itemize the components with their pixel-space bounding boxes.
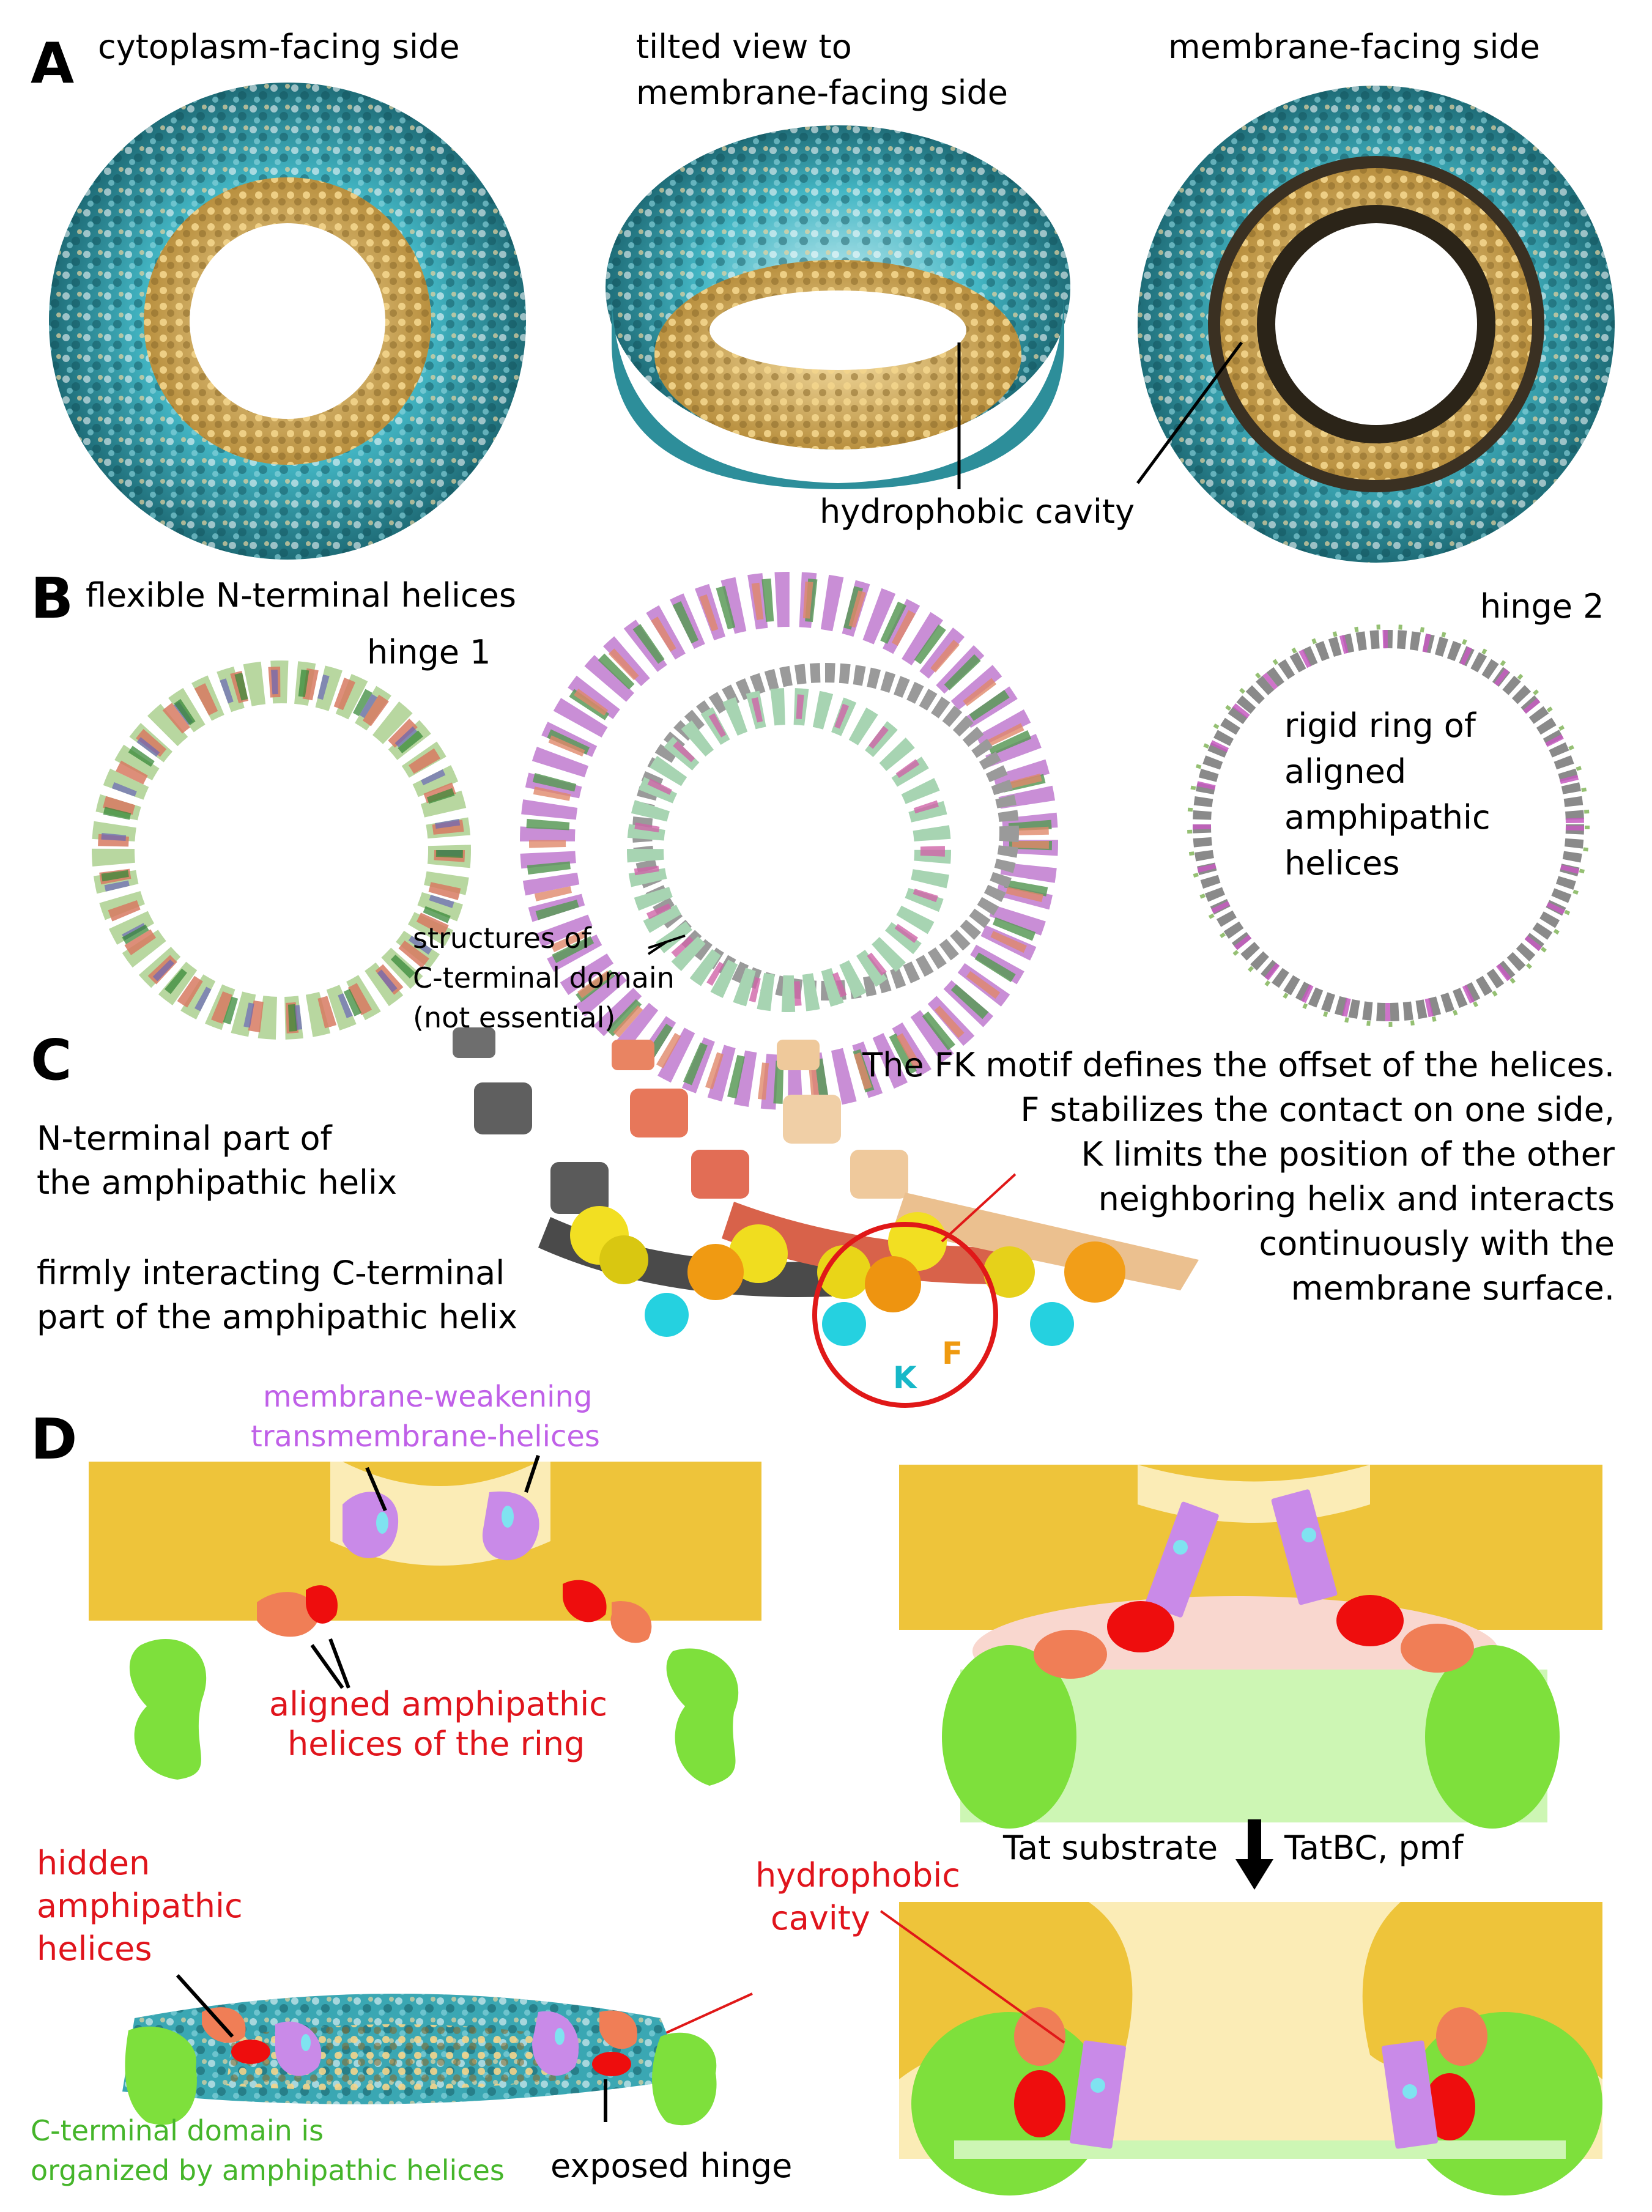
aligned-label-1: aligned amphipathic bbox=[269, 1685, 607, 1723]
c-left-3: firmly interacting C-terminal bbox=[37, 1254, 505, 1292]
cterm-text-3: (not essential) bbox=[413, 1001, 615, 1034]
f-residue-label: F bbox=[942, 1336, 963, 1371]
helix-cylinders bbox=[453, 1027, 1199, 1346]
cterm-org-label-2: organized by amphipathic helices bbox=[31, 2154, 505, 2187]
ring-text-2: aligned bbox=[1284, 752, 1406, 791]
exposed-hinge-label: exposed hinge bbox=[550, 2147, 792, 2185]
combined-structure bbox=[520, 572, 1058, 1110]
panel-a: A cytoplasm-facing side tilted view to m… bbox=[31, 28, 1615, 563]
title-tilted-view-1: tilted view to bbox=[636, 28, 852, 66]
hydrophobic-cavity-label: hydrophobic cavity bbox=[820, 492, 1135, 531]
panel-b-label: B bbox=[31, 566, 73, 631]
c-left-2: the amphipathic helix bbox=[37, 1163, 397, 1202]
hidden-pointer bbox=[176, 1973, 234, 2038]
ring-text-1: rigid ring of bbox=[1284, 706, 1477, 745]
tm-pointer-left bbox=[365, 1467, 387, 1512]
aligned-label-2: helices of the ring bbox=[287, 1725, 585, 1763]
ring-text-3: amphipathic bbox=[1284, 798, 1491, 837]
c-right-5: continuously with the bbox=[1259, 1224, 1615, 1263]
hinge-1-label: hinge 1 bbox=[367, 633, 491, 671]
panel-c-label: C bbox=[31, 1027, 72, 1093]
fk-motif-circle bbox=[812, 1222, 998, 1408]
c-right-2: F stabilizes the contact on one side, bbox=[1020, 1090, 1615, 1129]
membrane-top-right bbox=[899, 1465, 1602, 1829]
hinge-2-label: hinge 2 bbox=[1480, 587, 1604, 626]
ring-cytoplasm-side bbox=[49, 83, 526, 560]
hydrophobic-label-1: hydrophobic bbox=[755, 1856, 960, 1895]
c-left-4: part of the amphipathic helix bbox=[37, 1298, 517, 1336]
ring-membrane-side bbox=[1138, 86, 1615, 563]
panel-a-label: A bbox=[31, 31, 74, 96]
arrow-right-label: TatBC, pmf bbox=[1284, 1829, 1464, 1867]
cavity-pointer-right bbox=[1136, 341, 1243, 484]
panel-b: B flexible N-terminal helices hinge 1 hi… bbox=[31, 566, 1604, 1110]
down-arrow bbox=[1235, 1819, 1273, 1890]
title-cytoplasm-facing: cytoplasm-facing side bbox=[98, 28, 460, 66]
hidden-label-1: hidden bbox=[37, 1844, 150, 1882]
cterm-pointer-2 bbox=[647, 941, 668, 955]
panel-b-title: flexible N-terminal helices bbox=[86, 576, 516, 615]
membrane-bottom-right bbox=[899, 1902, 1602, 2195]
ring-text-4: helices bbox=[1284, 844, 1400, 882]
cavity-label-2: cavity bbox=[771, 1899, 870, 1937]
c-right-4: neighboring helix and interacts bbox=[1098, 1180, 1615, 1218]
tm-pointer-right bbox=[524, 1455, 540, 1493]
molecular-ring-side-view bbox=[122, 1994, 717, 2126]
ring-tilted-view bbox=[606, 125, 1070, 489]
c-right-1: The FK motif defines the offset of the h… bbox=[862, 1046, 1615, 1084]
title-membrane-facing: membrane-facing side bbox=[1168, 28, 1540, 66]
aligned-pointer-1 bbox=[310, 1644, 344, 1689]
title-tilted-view-2: membrane-facing side bbox=[636, 73, 1008, 112]
tm-helices-label-1: membrane-weakening bbox=[263, 1380, 592, 1414]
aligned-pointer-2 bbox=[328, 1638, 350, 1689]
arrow-left-label: Tat substrate bbox=[1002, 1829, 1218, 1867]
membrane-top-left bbox=[89, 1462, 761, 1786]
fk-pointer bbox=[941, 1173, 1017, 1243]
c-right-3: K limits the position of the other bbox=[1081, 1135, 1615, 1174]
k-residue-label: K bbox=[893, 1360, 918, 1396]
n-terminal-helix-ring bbox=[92, 660, 471, 1040]
cavity-pointer-right-d bbox=[880, 1910, 1065, 2044]
hidden-label-3: helices bbox=[37, 1929, 152, 1968]
c-right-6: membrane surface. bbox=[1291, 1269, 1615, 1308]
panel-c: C N-terminal part of the amphipathic hel… bbox=[31, 1027, 1615, 1408]
cterm-org-label-1: C-terminal domain is bbox=[31, 2114, 324, 2147]
cterm-text-2: C-terminal domain bbox=[413, 961, 675, 994]
panel-d: D membrane-weakening transmembrane-helic… bbox=[31, 1380, 1602, 2195]
rigid-ring bbox=[1187, 624, 1590, 1027]
cterm-text-1: structures of bbox=[413, 922, 592, 955]
panel-d-label: D bbox=[31, 1407, 77, 1472]
hidden-label-2: amphipathic bbox=[37, 1887, 243, 1925]
c-left-1: N-terminal part of bbox=[37, 1119, 333, 1158]
tm-helices-label-2: transmembrane-helices bbox=[251, 1419, 600, 1454]
